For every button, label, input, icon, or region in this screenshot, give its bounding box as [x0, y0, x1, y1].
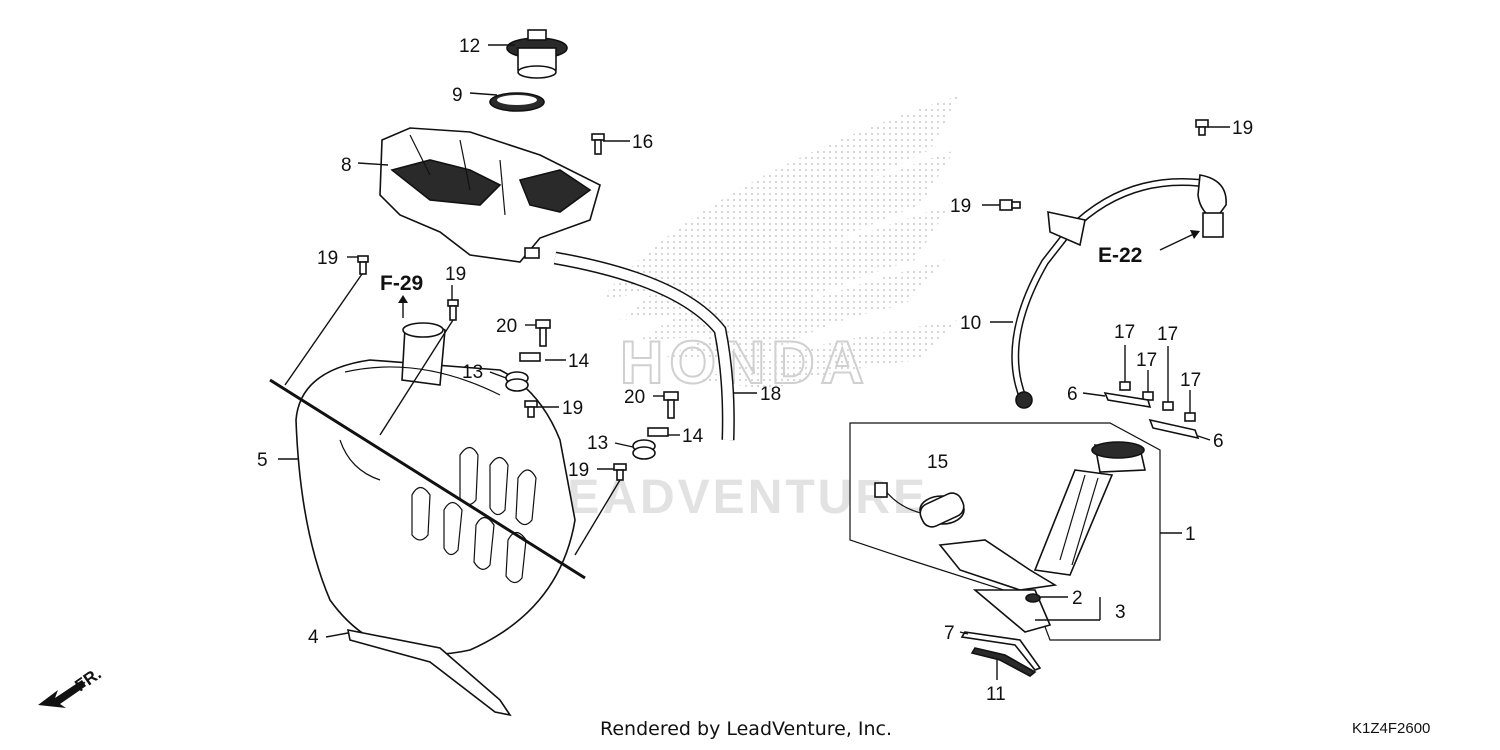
callout-5: 5: [257, 450, 268, 471]
callout-1: 1: [1185, 524, 1196, 545]
callout-4: 4: [308, 627, 319, 648]
callout-16: 16: [632, 132, 653, 153]
callout-13-a: 13: [462, 362, 483, 383]
callout-19-a: 19: [317, 248, 338, 269]
bolt-19-harness-b: [999, 199, 1021, 211]
part-15-filter: [919, 492, 965, 528]
callout-17-b: 17: [1136, 350, 1157, 371]
callout-14-b: 14: [682, 426, 704, 447]
bolt-20-lower: [663, 391, 679, 419]
ref-f29: F-29: [380, 272, 423, 295]
plate-6-b: [1148, 418, 1200, 440]
fuel-pump-box: [849, 422, 1161, 641]
callout-19-c: 19: [562, 398, 583, 419]
collar-14-lower: [647, 427, 669, 437]
ref-e22: E-22: [1098, 244, 1142, 267]
bolt-19-mid: [524, 400, 538, 418]
part-8-tank-tray: [379, 127, 601, 263]
part-9-gasket: [489, 92, 545, 112]
callout-13-b: 13: [587, 433, 608, 454]
collar-13-upper: [505, 371, 529, 392]
part-12-fuel-cap: [506, 29, 568, 79]
plate-6-a: [1103, 391, 1152, 408]
part-11-retainer: [970, 647, 1037, 677]
diagram-code: K1Z4F2600: [1352, 720, 1431, 737]
callout-19-e: 19: [1232, 118, 1253, 139]
callout-19-f: 19: [950, 196, 971, 217]
bolt-19-left: [357, 255, 369, 275]
part-10-harness: [1011, 174, 1227, 409]
callout-19-b: 19: [445, 264, 466, 285]
watermark-brand: HONDA: [620, 329, 870, 396]
callout-10: 10: [960, 313, 981, 334]
bolt-20-upper: [535, 319, 551, 347]
callout-7: 7: [944, 623, 955, 644]
callout-15: 15: [927, 452, 948, 473]
part-7-gasket: [960, 631, 1042, 671]
callout-20-a: 20: [496, 316, 517, 337]
part-5-fuel-tank: [269, 322, 586, 656]
watermark-text: LEADVENTURE: [535, 471, 928, 524]
callout-17-a: 17: [1114, 322, 1135, 343]
callout-20-b: 20: [624, 387, 645, 408]
callout-8: 8: [341, 155, 352, 176]
callout-18: 18: [760, 384, 781, 405]
part-4-strip: [346, 628, 512, 717]
part-16-screw: [591, 133, 605, 155]
callout-12: 12: [459, 36, 480, 57]
callout-6-a: 6: [1067, 384, 1078, 405]
bolt-19-harness-a: [1195, 119, 1209, 136]
callout-labels: 12 9 16 8 19 19 20 14 13 19 20 13 14 19 …: [257, 36, 1253, 705]
collar-13-lower: [632, 439, 656, 460]
callout-14-a: 14: [568, 351, 590, 372]
callout-17-c: 17: [1157, 324, 1178, 345]
footer-credit: Rendered by LeadVenture, Inc.: [600, 718, 893, 740]
callout-9: 9: [452, 85, 463, 106]
nut-17-c: [1162, 401, 1174, 411]
part-1-fuel-pump: [874, 441, 1146, 591]
callout-17-d: 17: [1180, 370, 1201, 391]
leader-lines: [278, 44, 1230, 680]
callout-11: 11: [986, 684, 1006, 705]
nut-17-d: [1184, 412, 1196, 422]
front-direction-arrow: [38, 680, 86, 708]
callout-2: 2: [1072, 588, 1083, 609]
callout-19-d: 19: [568, 460, 589, 481]
part-2-oring: [1025, 593, 1041, 603]
callout-6-b: 6: [1213, 431, 1224, 452]
bolt-19-top: [447, 299, 459, 321]
watermark-wing-logo: [600, 95, 960, 390]
callout-3: 3: [1115, 602, 1126, 623]
nut-17-a: [1119, 381, 1131, 391]
collar-14-upper: [519, 352, 541, 362]
